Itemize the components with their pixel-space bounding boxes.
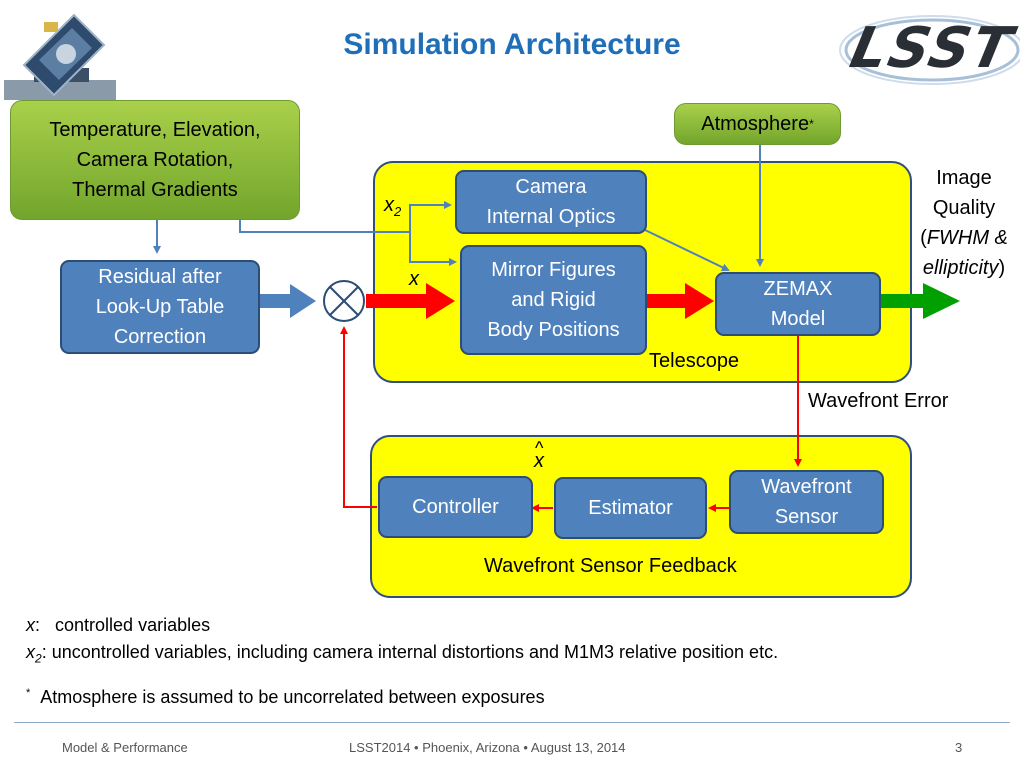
- image-quality-arrow-head: [923, 283, 960, 319]
- image-quality-arrow-shaft: [879, 294, 923, 308]
- note-x2: x2: uncontrolled variables, including ca…: [26, 642, 779, 666]
- mirror-to-zemax-shaft: [645, 294, 685, 308]
- footer-divider: [14, 722, 1010, 723]
- mirror-figures-box: Mirror Figures and Rigid Body Positions: [460, 245, 647, 355]
- env-to-mirror-connector: [409, 232, 457, 266]
- image-quality-label: Image Quality (FWHM & ellipticity): [920, 167, 1008, 279]
- residual-box: Residual after Look-Up Table Correction: [60, 260, 260, 354]
- x2-label: x2: [384, 194, 402, 219]
- page-title: Simulation Architecture: [343, 28, 681, 61]
- zemax-model-box: ZEMAX Model: [715, 272, 881, 336]
- footer-center: LSST2014 • Phoenix, Arizona • August 13,…: [349, 740, 626, 755]
- residual-arrow-shaft: [258, 294, 290, 308]
- telescope-label: Telescope: [649, 350, 740, 372]
- atmosphere-box: Atmosphere*: [674, 103, 841, 145]
- wavefront-error-label: Wavefront Error: [808, 390, 949, 412]
- x-arrow-head: [426, 283, 455, 319]
- note-atmosphere: *Atmosphere is assumed to be uncorrelate…: [26, 687, 545, 707]
- lsst-logo: LSST: [828, 8, 1020, 92]
- environment-box: Temperature, Elevation, Camera Rotation,…: [10, 100, 300, 220]
- note-x: x:controlled variables: [26, 615, 211, 635]
- summing-junction: [323, 280, 365, 322]
- controller-box: Controller: [378, 476, 533, 538]
- footer-left: Model & Performance: [62, 740, 188, 755]
- feedback-label: Wavefront Sensor Feedback: [484, 555, 737, 577]
- x-label: x: [409, 268, 419, 290]
- hat-glyph: ^: [535, 438, 544, 458]
- controller-to-junction-connector: [340, 326, 377, 508]
- page-number: 3: [955, 740, 963, 755]
- x-hat-label: ^ x: [534, 438, 544, 472]
- estimator-box: Estimator: [554, 477, 707, 539]
- camera-to-zemax-connector: [644, 229, 730, 271]
- x-arrow-shaft: [366, 294, 426, 308]
- telescope-image: [4, 13, 116, 100]
- wavefront-sensor-box: Wavefront Sensor: [729, 470, 884, 534]
- camera-optics-box: Camera Internal Optics: [455, 170, 647, 234]
- mirror-to-zemax-head: [685, 283, 714, 319]
- residual-arrow-head: [290, 284, 316, 318]
